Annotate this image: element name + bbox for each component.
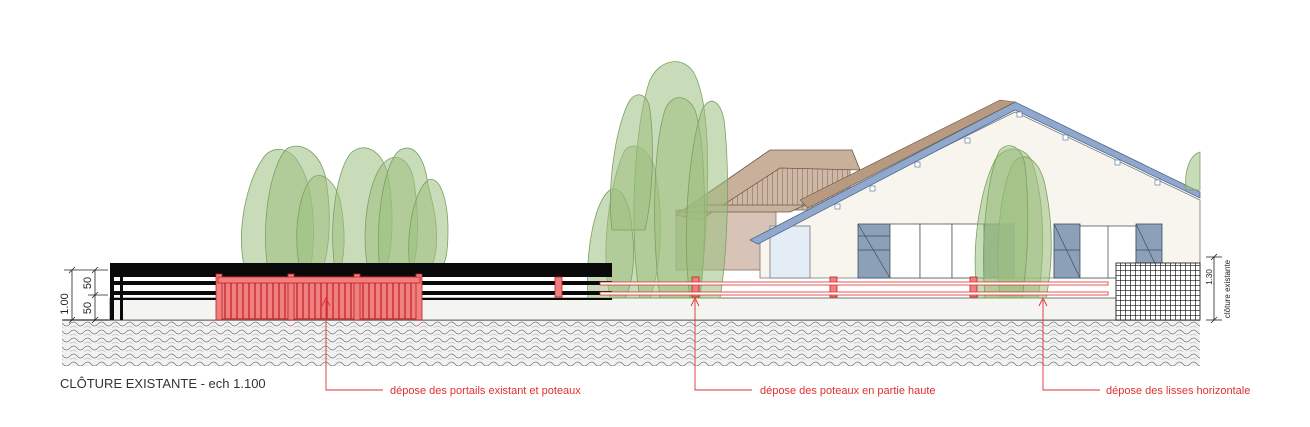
gate-existing-2 (291, 276, 357, 320)
tree-far-right (1185, 151, 1201, 191)
fence-mesh-right (1115, 262, 1201, 321)
rail-removal-lower (599, 291, 1109, 296)
dimension-upper: 50 (82, 277, 94, 289)
gate-post-4 (415, 273, 423, 321)
post-top-removal-2 (691, 276, 700, 298)
annotation-rails: dépose des lisses horizontale (1106, 385, 1250, 397)
window-bay-1 (889, 223, 921, 279)
window-bay-2 (919, 223, 953, 279)
house-main-roof-top (799, 99, 1016, 209)
annotation-posts: dépose des poteaux en partie haute (760, 385, 936, 397)
tree-group-right (974, 145, 1052, 299)
dimension-right-label: clôture existante (1223, 259, 1232, 318)
tree-group-left (241, 145, 449, 271)
post-top-removal-1 (554, 276, 563, 298)
annotation-gates: dépose des portails existant et poteaux (390, 385, 581, 397)
gate-post-2 (287, 273, 295, 321)
dimension-right-value: 1.30 (1205, 269, 1214, 285)
tree-group-center (587, 61, 728, 299)
fence-top-panel (112, 263, 612, 277)
leader-rails (1042, 300, 1100, 391)
fence-post-2 (120, 270, 123, 320)
leader-lines (321, 296, 1100, 391)
drawing-title: CLÔTURE EXISTANTE - ech 1.100 (60, 376, 266, 391)
post-top-removal-3 (829, 276, 838, 298)
leader-gates (325, 300, 383, 391)
rail-removal-upper (599, 281, 1109, 286)
dimension-left (64, 266, 108, 324)
gate-post-1 (215, 273, 223, 321)
trees (241, 61, 1201, 299)
ground-pavement (62, 320, 1200, 366)
gate-top-rail (217, 276, 421, 284)
dimension-right (1206, 253, 1222, 324)
dimension-total: 1.00 (59, 293, 71, 314)
fence-post-left (110, 263, 114, 320)
gate-post-3 (353, 273, 361, 321)
demolition-elements (215, 273, 1109, 321)
post-top-removal-4 (969, 276, 978, 298)
roof-rafters (834, 111, 1161, 210)
dimension-lower: 50 (82, 302, 94, 314)
leader-posts (694, 300, 752, 391)
